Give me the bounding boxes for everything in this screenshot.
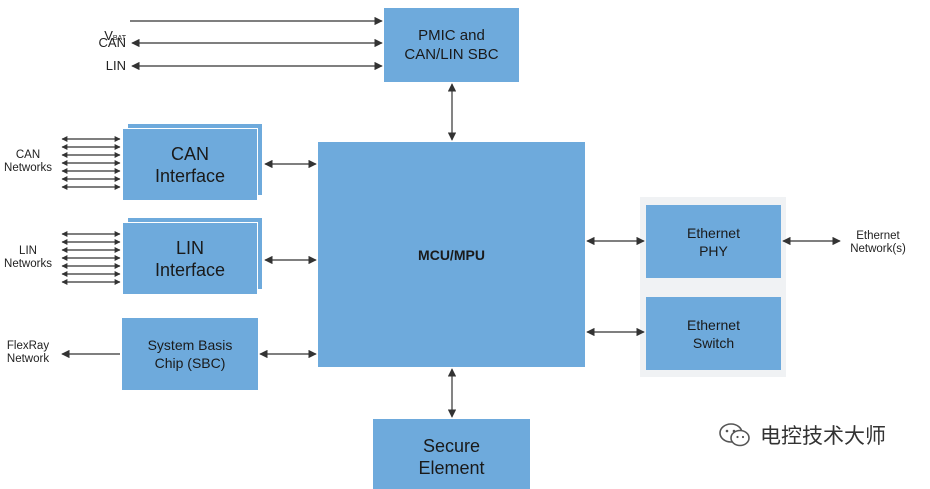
lin-label: LIN xyxy=(105,58,126,73)
sbc-block: System Basis Chip (SBC) xyxy=(122,318,258,390)
architecture-diagram: PMIC and CAN/LIN SBC CAN Interface LIN I… xyxy=(4,8,906,489)
sbc-label: System Basis Chip (SBC) xyxy=(147,337,233,371)
flexray-network-label: FlexRay Network xyxy=(6,340,50,365)
vbat-subscript: BAT xyxy=(112,35,126,42)
mcu-mpu-block: MCU/MPU xyxy=(318,142,585,367)
ethernet-switch-label: Ethernet Switch xyxy=(687,316,740,351)
pmic-sbc-block: PMIC and CAN/LIN SBC xyxy=(384,8,519,82)
connector-lines xyxy=(61,16,841,418)
watermark: 电控技术大师 xyxy=(718,420,886,450)
secure-element-label: Secure Element xyxy=(418,436,485,478)
can-label: CAN xyxy=(98,35,126,50)
can-networks-label: CAN Networks xyxy=(4,149,52,174)
ethernet-phy-block: Ethernet PHY xyxy=(646,205,781,278)
ethernet-phy-label: Ethernet PHY xyxy=(687,224,740,259)
lin-interface-label: LIN Interface xyxy=(154,237,226,280)
lin-interface-block: LIN Interface xyxy=(122,222,258,295)
ethernet-networks-label: Ethernet Network(s) xyxy=(850,230,906,255)
watermark-text: 电控技术大师 xyxy=(760,424,886,448)
can-interface-block: CAN Interface xyxy=(122,128,258,201)
mcu-mpu-label: MCU/MPU xyxy=(418,246,485,263)
vbat-label: VBAT xyxy=(104,28,126,43)
lin-networks-label: LIN Networks xyxy=(4,245,52,270)
can-interface-label: CAN Interface xyxy=(154,143,226,186)
pmic-sbc-label: PMIC and CAN/LIN SBC xyxy=(404,27,499,63)
ethernet-switch-block: Ethernet Switch xyxy=(646,297,781,370)
wechat-icon xyxy=(718,422,752,448)
